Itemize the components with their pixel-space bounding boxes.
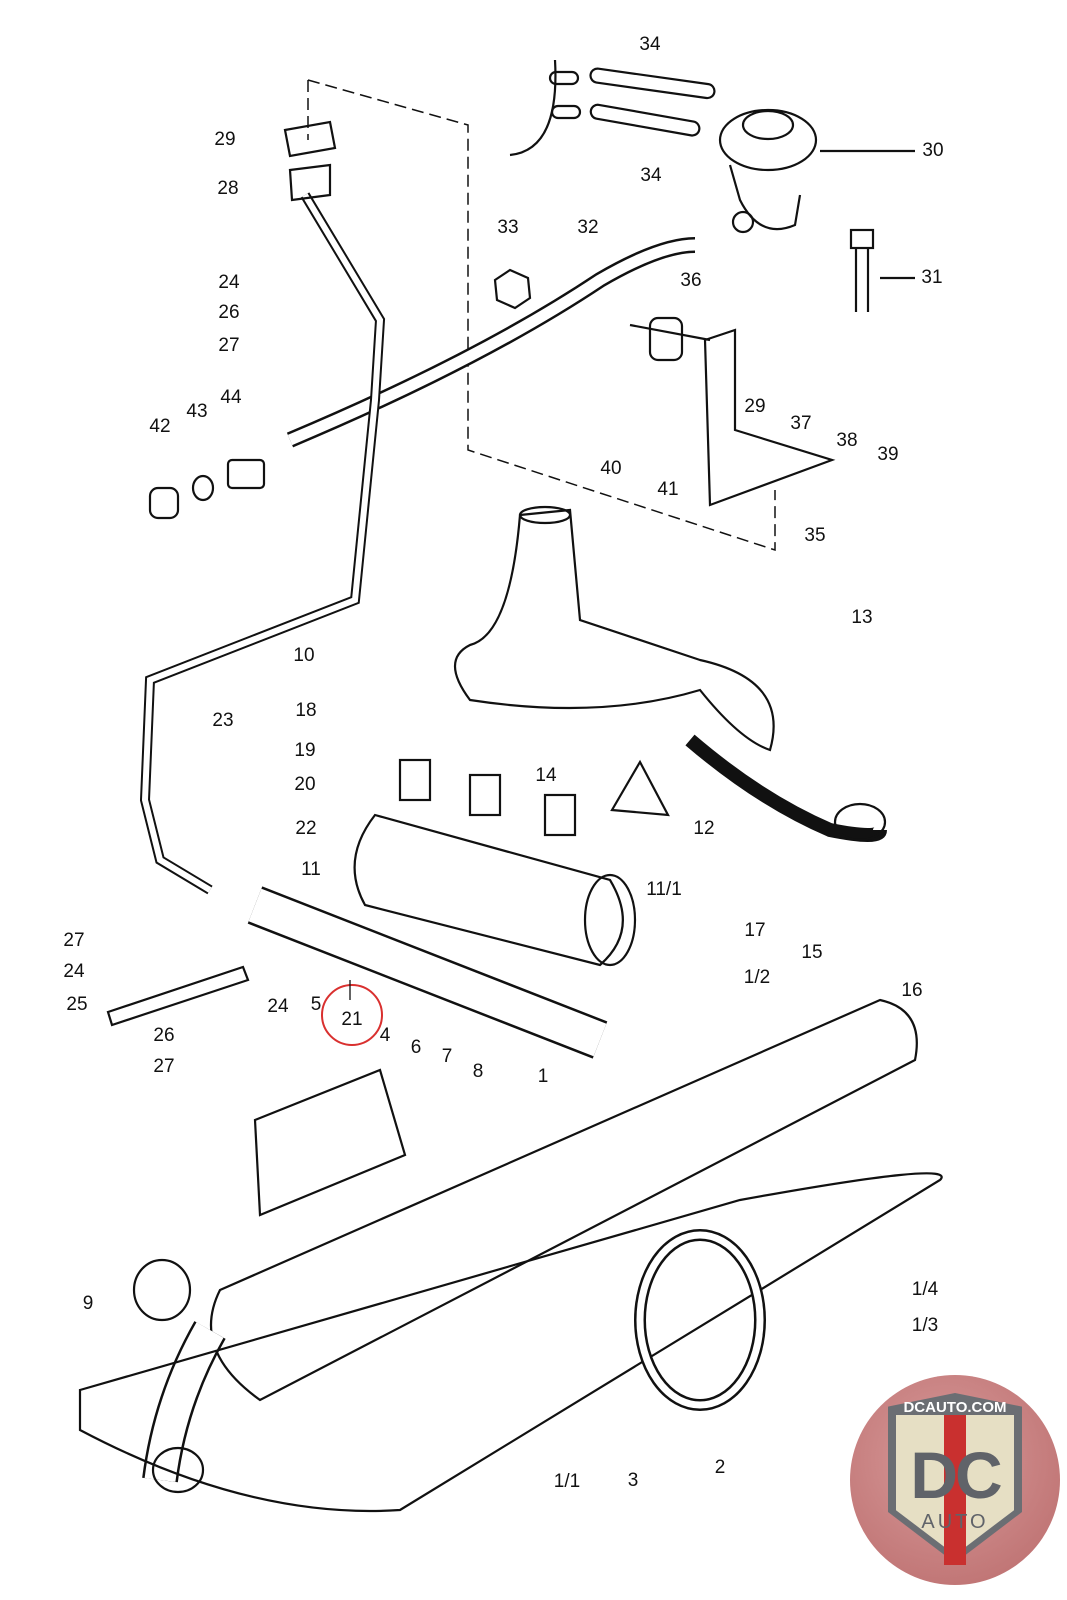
- callout-20[interactable]: 20: [294, 774, 316, 795]
- callout-15[interactable]: 15: [801, 942, 823, 963]
- callout-9[interactable]: 9: [82, 1293, 94, 1314]
- callout-14[interactable]: 14: [535, 765, 557, 786]
- callout-37[interactable]: 37: [790, 413, 812, 434]
- callout-11[interactable]: 11: [301, 859, 321, 880]
- callout-44[interactable]: 44: [220, 387, 242, 408]
- callout-40[interactable]: 40: [600, 458, 622, 479]
- callout-4[interactable]: 4: [379, 1025, 391, 1046]
- callout-30[interactable]: 30: [922, 140, 944, 161]
- logo-sub-text: AUTO: [921, 1511, 989, 1533]
- callout-3[interactable]: 3: [627, 1470, 639, 1491]
- dcauto-logo: DCAUTO.COM DC AUTO: [850, 1375, 1060, 1585]
- callout-38[interactable]: 38: [836, 430, 858, 451]
- callout-1-3[interactable]: 1/3: [911, 1315, 939, 1336]
- callout-33[interactable]: 33: [497, 217, 519, 238]
- callout-39[interactable]: 39: [877, 444, 899, 465]
- callout-34[interactable]: 34: [639, 34, 661, 55]
- callout-25[interactable]: 25: [66, 994, 88, 1015]
- callout-13[interactable]: 13: [851, 607, 873, 628]
- logo-brand-text: DC: [910, 1438, 1002, 1512]
- callout-10[interactable]: 10: [293, 645, 315, 666]
- callout-35[interactable]: 35: [804, 525, 826, 546]
- callout-11-1[interactable]: 11/1: [646, 879, 682, 900]
- callout-24[interactable]: 24: [63, 961, 85, 982]
- callout-1-2[interactable]: 1/2: [743, 967, 771, 988]
- callout-1[interactable]: 1: [537, 1066, 549, 1087]
- callout-42[interactable]: 42: [149, 416, 171, 437]
- logo-url-text: DCAUTO.COM: [903, 1399, 1007, 1416]
- callout-29[interactable]: 29: [214, 129, 236, 150]
- callout-17[interactable]: 17: [744, 920, 766, 941]
- callout-27[interactable]: 27: [63, 930, 85, 951]
- callout-6[interactable]: 6: [410, 1037, 422, 1058]
- callout-41[interactable]: 41: [657, 479, 679, 500]
- callout-27[interactable]: 27: [153, 1056, 175, 1077]
- callout-1-1[interactable]: 1/1: [553, 1471, 581, 1492]
- callout-27[interactable]: 27: [218, 335, 240, 356]
- callout-21[interactable]: 21: [341, 1009, 363, 1030]
- callout-29[interactable]: 29: [744, 396, 766, 417]
- callout-19[interactable]: 19: [294, 740, 316, 761]
- callout-2[interactable]: 2: [714, 1457, 726, 1478]
- callout-12[interactable]: 12: [693, 818, 715, 839]
- callout-16[interactable]: 16: [901, 980, 923, 1001]
- callout-23[interactable]: 23: [212, 710, 234, 731]
- callout-22[interactable]: 22: [295, 818, 317, 839]
- callout-7[interactable]: 7: [441, 1046, 453, 1067]
- callout-31[interactable]: 31: [921, 267, 943, 288]
- callout-8[interactable]: 8: [472, 1061, 484, 1082]
- callout-26[interactable]: 26: [218, 302, 240, 323]
- callout-26[interactable]: 26: [153, 1025, 175, 1046]
- callout-34[interactable]: 34: [640, 165, 662, 186]
- callout-24[interactable]: 24: [267, 996, 289, 1017]
- callout-32[interactable]: 32: [577, 217, 599, 238]
- callout-1-4[interactable]: 1/4: [911, 1279, 939, 1300]
- callout-28[interactable]: 28: [217, 178, 239, 199]
- logo-stripe: [944, 1415, 966, 1565]
- callout-43[interactable]: 43: [186, 401, 208, 422]
- callout-5[interactable]: 5: [310, 994, 322, 1015]
- callout-18[interactable]: 18: [295, 700, 317, 721]
- callout-36[interactable]: 36: [680, 270, 702, 291]
- callout-24[interactable]: 24: [218, 272, 240, 293]
